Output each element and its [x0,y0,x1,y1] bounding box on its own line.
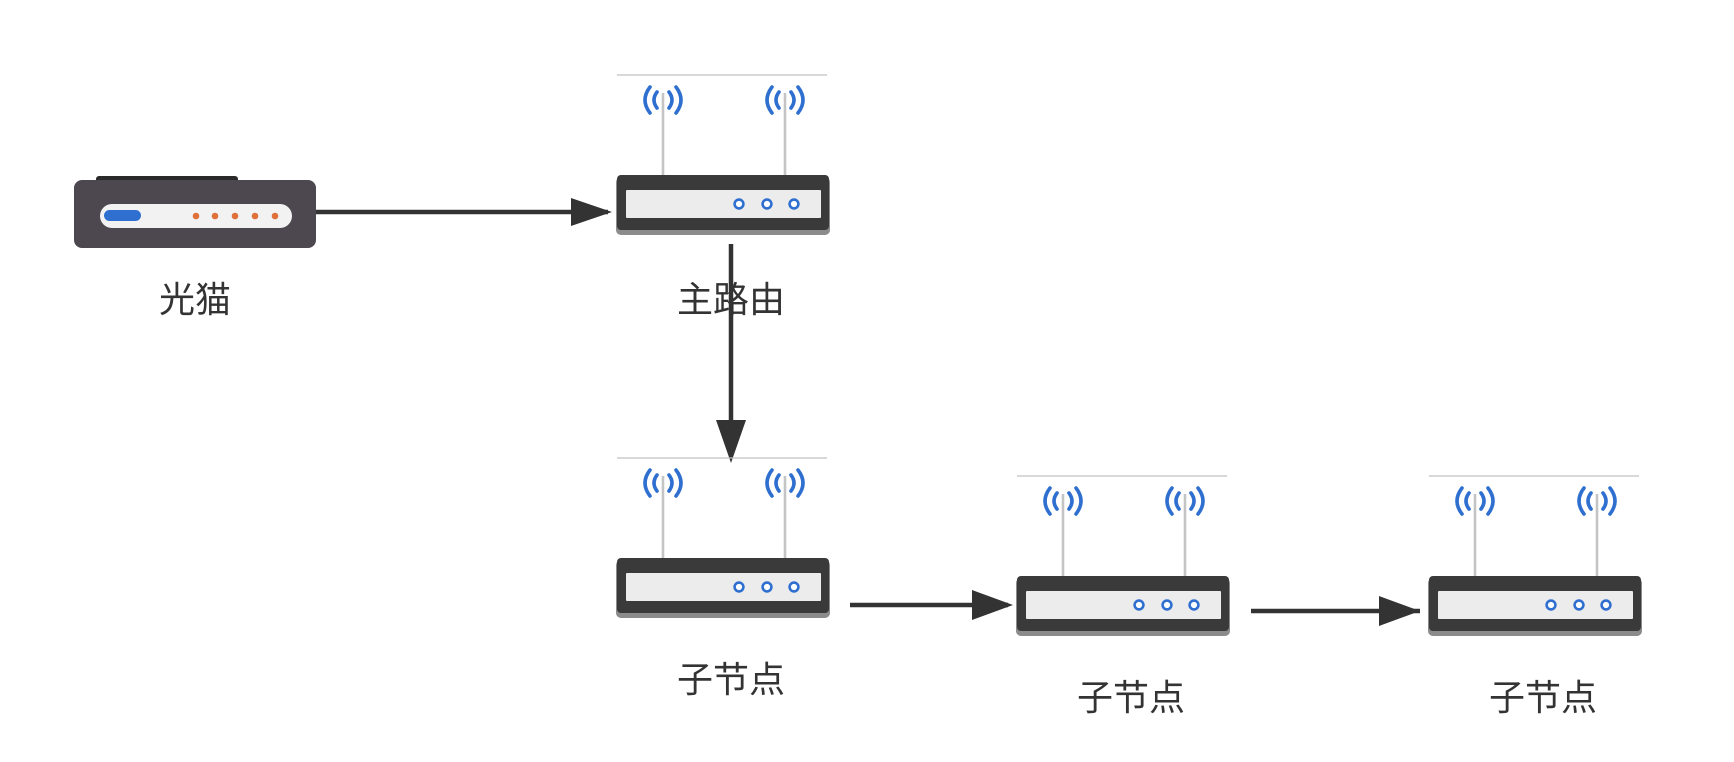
sub-node-1: 子节点 [614,456,832,701]
sub-node-2: 子节点 [1014,474,1232,719]
main-router-label: 主路由 [677,280,785,321]
arrowhead-sub-node-1 [716,420,746,463]
router-icon [1014,474,1232,638]
main-router-node: 主路由 [614,73,832,321]
modem-icon [74,176,316,248]
router-icon [614,456,832,620]
arrowhead-sub-node-3 [1379,596,1420,626]
connectors [284,198,1420,626]
modem-node: 光猫 [74,176,316,321]
sub-node-2-label: 子节点 [1077,678,1185,719]
sub-node-1-label: 子节点 [677,660,785,701]
arrowhead-main-router [571,198,612,226]
sub-node-3: 子节点 [1426,474,1644,719]
sub-node-3-label: 子节点 [1489,678,1597,719]
modem-label: 光猫 [159,280,231,321]
router-icon [614,73,832,237]
arrowhead-sub-node-2 [972,590,1013,620]
router-icon [1426,474,1644,638]
